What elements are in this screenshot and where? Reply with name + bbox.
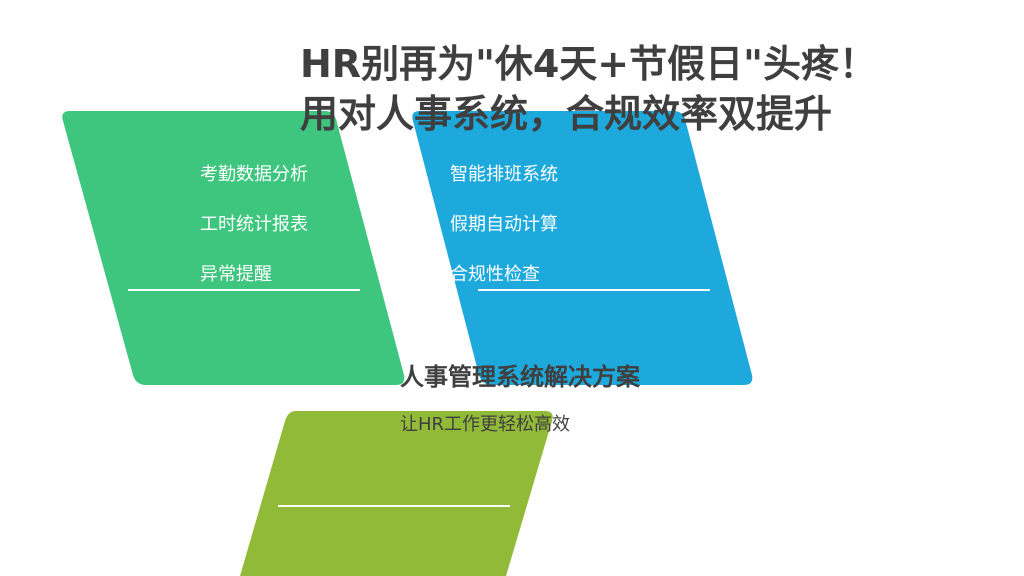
green-card-item-hours-report: 工时统计报表 — [200, 214, 308, 235]
blue-card — [412, 111, 753, 385]
lime-card — [240, 411, 553, 576]
blue-card-item-compliance-check: 合规性检查 — [450, 264, 540, 285]
headline-line-2: 用对人事系统，合规效率双提升 — [300, 92, 833, 136]
headline-line-1: HR别再为"休4天+节假日"头疼！ — [300, 42, 877, 86]
green-card-item-anomaly-alert: 异常提醒 — [200, 264, 272, 285]
green-card-item-attendance: 考勤数据分析 — [200, 164, 308, 185]
solution-subtitle: 让HR工作更轻松高效 — [400, 414, 571, 435]
green-card — [62, 111, 405, 385]
blue-card-item-scheduling: 智能排班系统 — [450, 164, 558, 185]
blue-card-item-leave-calc: 假期自动计算 — [450, 214, 558, 235]
solution-title: 人事管理系统解决方案 — [400, 363, 640, 391]
